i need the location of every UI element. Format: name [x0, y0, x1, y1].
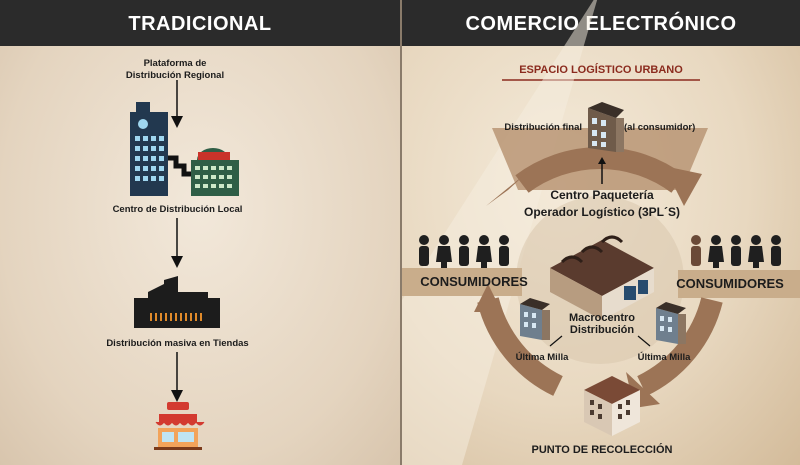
light-ray	[402, 0, 598, 465]
last-mile-right-label: Última Milla	[637, 352, 691, 363]
consumers-right-label: CONSUMIDORES	[676, 276, 784, 291]
traditional-title: TRADICIONAL	[0, 0, 400, 46]
traditional-flow-graphics	[130, 80, 239, 450]
arrow-to-last-mile-left	[549, 335, 563, 347]
regional-platform-label: Plataforma de Distribución Regional	[125, 58, 225, 81]
ecommerce-title: COMERCIO ELECTRÓNICO	[402, 0, 800, 46]
cycle-arrow-right	[637, 297, 723, 396]
cycle-arrows	[477, 147, 723, 396]
cycle-arrow-left	[477, 297, 563, 396]
local-center-label: Centro de Distribución Local	[112, 204, 243, 215]
ecommerce-panel: COMERCIO ELECTRÓNICO	[402, 0, 800, 465]
urban-space-title: ESPACIO LOGÍSTICO URBANO	[519, 64, 683, 76]
store-icon	[154, 402, 205, 450]
cycle-arrow-top	[515, 147, 685, 193]
package-center-label: Centro Paquetería	[550, 188, 654, 202]
arrowhead-top-left	[486, 170, 530, 206]
macrocenter-label: Macrocentro Distribución	[568, 312, 636, 336]
final-distribution-label: Distribución final	[504, 122, 582, 133]
consumer-band-left	[402, 268, 522, 296]
consumer-band-right	[678, 270, 800, 298]
connector-steps-icon	[168, 155, 192, 177]
final-distribution-building-icon	[588, 102, 624, 152]
up-arrowhead	[598, 157, 606, 164]
package-center-building-icon	[550, 235, 654, 320]
last-mile-left-label: Última Milla	[515, 352, 569, 363]
consumers-right-people-icon	[691, 235, 781, 268]
last-mile-building-right-icon	[656, 302, 686, 344]
last-mile-building-left-icon	[520, 298, 550, 340]
ecommerce-cycle-graphics	[402, 0, 800, 465]
pickup-point-label: PUNTO DE RECOLECCIÓN	[531, 444, 673, 456]
logistics-operator-label: Operador Logístico (3PL´S)	[523, 205, 680, 219]
panel-divider	[400, 0, 402, 465]
consumers-left-label: CONSUMIDORES	[420, 274, 528, 289]
office-tower-icon	[130, 102, 168, 196]
stores-label: Distribución masiva en Tiendas	[106, 338, 249, 349]
arrowhead-top	[664, 166, 702, 206]
pickup-point-building-icon	[584, 376, 640, 436]
to-consumer-label: (al consumidor)	[624, 122, 696, 133]
arrow-to-last-mile-right	[637, 335, 651, 347]
consumers-left-people-icon	[419, 235, 509, 268]
arrowhead-left	[474, 284, 502, 312]
warehouse-icon	[191, 148, 239, 196]
distribution-hub-icon	[134, 276, 220, 328]
traditional-panel: TRADICIONAL Plataforma de Distribución R…	[0, 0, 400, 465]
